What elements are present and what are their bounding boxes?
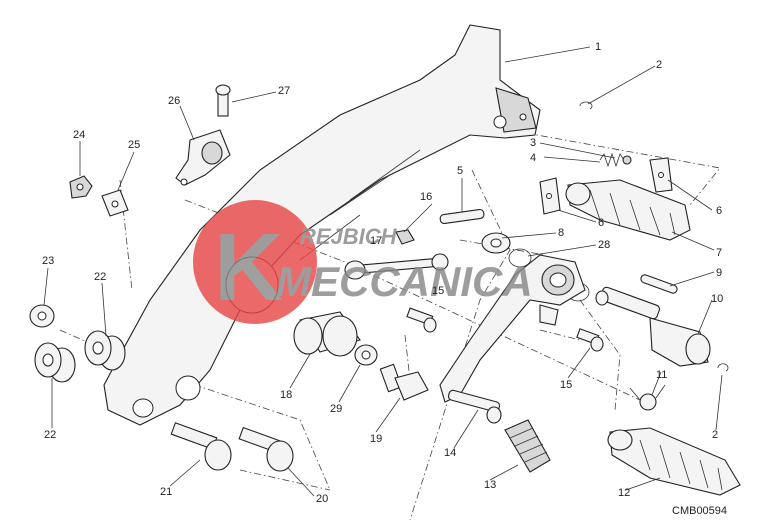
- nut-16: [395, 229, 415, 245]
- callout-1: 1: [595, 41, 601, 53]
- callout-6-left: 6: [598, 217, 604, 229]
- callout-13: 13: [484, 479, 496, 491]
- drawing-code: CMB00594: [672, 505, 727, 517]
- callout-4: 4: [530, 152, 536, 164]
- gear-rubber: [504, 419, 551, 473]
- pivot-shaft: [595, 286, 711, 367]
- circlip-lower: [717, 363, 729, 372]
- callout-26: 26: [168, 95, 180, 107]
- spacer-22-upper: [84, 330, 126, 371]
- watermark-logo: K REJBICH MECCANICA: [193, 200, 533, 324]
- callout-19: 19: [370, 433, 382, 445]
- watermark-k: K: [214, 214, 283, 321]
- watermark-circle: [193, 200, 317, 324]
- gear-lever: [439, 254, 586, 424]
- watermark-line2: MECCANICA: [276, 258, 533, 305]
- clamp-26: [175, 129, 231, 186]
- bolt-15-lower: [576, 328, 604, 352]
- return-spring: [629, 384, 666, 411]
- callout-29: 29: [330, 403, 342, 415]
- circlip-top: [579, 101, 593, 110]
- nut-24: [69, 175, 93, 199]
- callout-21: 21: [160, 486, 172, 498]
- callout-2-top: 2: [656, 59, 662, 71]
- callout-28: 28: [598, 239, 610, 251]
- callout-25: 25: [128, 139, 140, 151]
- washer-8: [481, 232, 511, 254]
- bolt-15-upper: [406, 307, 437, 333]
- callout-numbers: 1 2 3 4 5 6 6 7 8 9 10 11 2 12 13 14 15 …: [42, 41, 723, 505]
- callout-18: 18: [280, 389, 292, 401]
- callout-3: 3: [530, 137, 536, 149]
- spacer-22-lower: [34, 342, 76, 383]
- washer-29: [354, 344, 378, 366]
- callout-12: 12: [618, 487, 630, 499]
- callout-27: 27: [278, 85, 290, 97]
- callout-leaders: [43, 46, 723, 497]
- callout-15-upper: 15: [432, 285, 444, 297]
- bolt-20: [238, 426, 294, 472]
- callout-9: 9: [716, 267, 722, 279]
- callout-10: 10: [711, 293, 723, 305]
- callout-20: 20: [316, 493, 328, 505]
- callout-24: 24: [73, 129, 85, 141]
- watermark-line1: REJBICH: [300, 224, 398, 249]
- callout-22-upper: 22: [94, 271, 106, 283]
- washer-23: [29, 304, 55, 328]
- spacer-25: [101, 189, 129, 217]
- lower-footpeg: [607, 427, 741, 496]
- bolt-27: [215, 84, 231, 117]
- callout-16: 16: [420, 191, 432, 203]
- bushing-18: [293, 311, 361, 357]
- callout-14: 14: [444, 447, 456, 459]
- callout-22-lower: 22: [44, 429, 56, 441]
- callout-23: 23: [42, 255, 54, 267]
- detent-spring: [599, 152, 632, 168]
- callout-8: 8: [558, 227, 564, 239]
- callout-2-lower: 2: [712, 429, 718, 441]
- bolt-21: [170, 422, 232, 471]
- bolt-19: [379, 363, 429, 401]
- callout-17: 17: [370, 235, 382, 247]
- pin-9: [640, 274, 678, 294]
- linkage-rod: [344, 253, 449, 280]
- callout-15-lower: 15: [560, 379, 572, 391]
- rider-footpeg: [539, 157, 691, 241]
- callout-5: 5: [457, 165, 463, 177]
- callout-7: 7: [716, 247, 722, 259]
- callout-6-right: 6: [716, 205, 722, 217]
- callout-11: 11: [656, 369, 667, 381]
- pin-5: [439, 208, 485, 225]
